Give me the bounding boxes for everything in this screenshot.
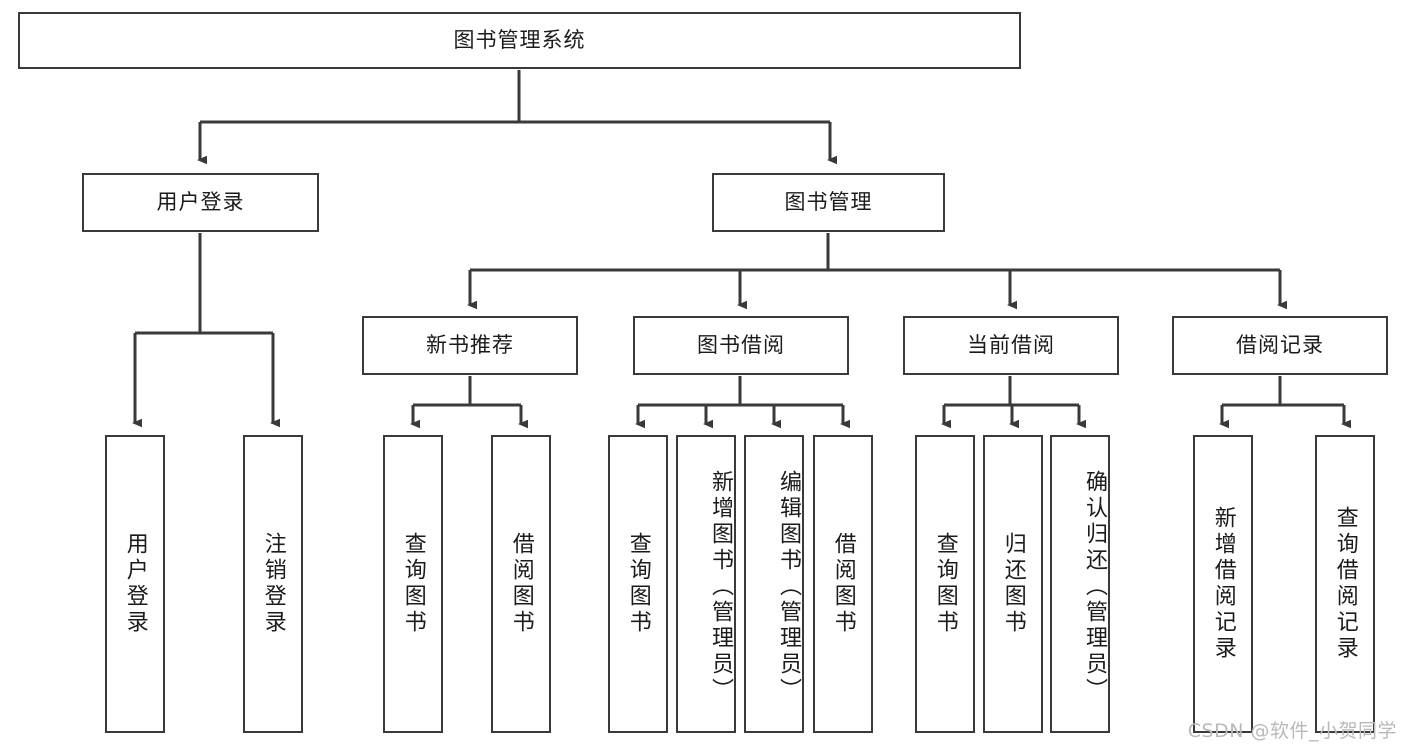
leaf-user-login-login[interactable]: 用户登录 xyxy=(105,435,165,733)
leaf-borrow-add-book-admin[interactable]: 新增图书（管理员） xyxy=(676,435,736,733)
leaf-current-confirm-return-admin[interactable]: 确认归还（管理员） xyxy=(1050,435,1110,733)
node-label: 借阅记录 xyxy=(1236,332,1324,357)
node-label: 借阅图书 xyxy=(830,532,856,636)
node-label: 新增图书（管理员） xyxy=(708,470,733,704)
node-label: 新增借阅记录 xyxy=(1210,506,1236,662)
node-borrow-record[interactable]: 借阅记录 xyxy=(1172,316,1388,375)
node-label: 用户登录 xyxy=(122,532,148,636)
node-label: 图书管理 xyxy=(784,189,873,214)
leaf-borrow-edit-book-admin[interactable]: 编辑图书（管理员） xyxy=(744,435,804,733)
node-label: 图书管理系统 xyxy=(453,27,586,52)
node-label: 查询图书 xyxy=(400,532,426,636)
leaf-user-login-logout[interactable]: 注销登录 xyxy=(243,435,303,733)
node-label: 查询图书 xyxy=(932,532,958,636)
leaf-record-query-record[interactable]: 查询借阅记录 xyxy=(1315,435,1375,733)
leaf-borrow-query-book[interactable]: 查询图书 xyxy=(608,435,668,733)
node-label: 用户登录 xyxy=(156,189,245,214)
node-root-system[interactable]: 图书管理系统 xyxy=(18,12,1021,69)
leaf-recommend-borrow-book[interactable]: 借阅图书 xyxy=(491,435,551,733)
leaf-borrow-borrow-book[interactable]: 借阅图书 xyxy=(813,435,873,733)
node-book-management[interactable]: 图书管理 xyxy=(712,173,945,232)
node-label: 当前借阅 xyxy=(967,332,1055,357)
node-label: 注销登录 xyxy=(260,532,286,636)
node-label: 编辑图书（管理员） xyxy=(776,470,801,704)
node-book-borrow[interactable]: 图书借阅 xyxy=(633,316,849,375)
node-label: 新书推荐 xyxy=(426,332,514,357)
leaf-record-add-record[interactable]: 新增借阅记录 xyxy=(1193,435,1253,733)
node-label: 借阅图书 xyxy=(508,532,534,636)
node-label: 图书借阅 xyxy=(697,332,785,357)
node-label: 查询借阅记录 xyxy=(1332,506,1358,662)
node-current-borrow[interactable]: 当前借阅 xyxy=(903,316,1119,375)
leaf-current-query-book[interactable]: 查询图书 xyxy=(915,435,975,733)
node-label: 查询图书 xyxy=(625,532,651,636)
leaf-current-return-book[interactable]: 归还图书 xyxy=(983,435,1043,733)
node-new-book-recommend[interactable]: 新书推荐 xyxy=(362,316,578,375)
node-label: 确认归还（管理员） xyxy=(1082,470,1107,704)
node-label: 归还图书 xyxy=(1000,532,1026,636)
node-user-login[interactable]: 用户登录 xyxy=(82,173,319,232)
leaf-recommend-query-book[interactable]: 查询图书 xyxy=(383,435,443,733)
watermark-text: CSDN @软件_小贺同学 xyxy=(1187,720,1397,742)
